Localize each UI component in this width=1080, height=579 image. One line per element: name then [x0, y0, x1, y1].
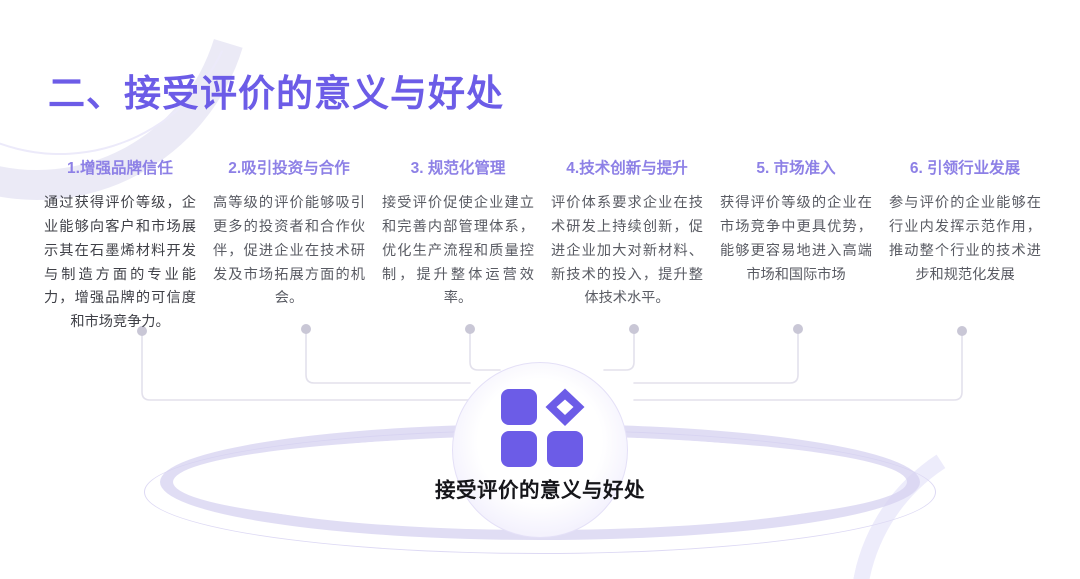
benefit-column-5[interactable]: 5. 市场准入 获得评价等级的企业在市场竞争中更具优势，能够更容易地进入高端市场… [714, 156, 878, 287]
benefit-column-1[interactable]: 1.增强品牌信任 通过获得评价等级，企业能够向客户和市场展示其在石墨烯材料开发与… [38, 156, 202, 335]
benefit-heading-6: 6. 引领行业发展 [909, 160, 1021, 177]
benefit-body-4: 评价体系要求企业在技术研发上持续创新，促进企业加大对新材料、新技术的投入，提升整… [551, 195, 703, 307]
center-hub-label: 接受评价的意义与好处 [435, 479, 645, 502]
benefit-body-3: 接受评价促使企业建立和完善内部管理体系，优化生产流程和质量控制，提升整体运营效率… [382, 195, 534, 307]
benefit-column-3[interactable]: 3. 规范化管理 接受评价促使企业建立和完善内部管理体系，优化生产流程和质量控制… [376, 156, 540, 311]
benefit-columns: 1.增强品牌信任 通过获得评价等级，企业能够向客户和市场展示其在石墨烯材料开发与… [38, 156, 1048, 335]
benefit-body-1: 通过获得评价等级，企业能够向客户和市场展示其在石墨烯材料开发与制造方面的专业能力… [44, 195, 196, 331]
benefit-column-4[interactable]: 4.技术创新与提升 评价体系要求企业在技术研发上持续创新，促进企业加大对新材料、… [545, 156, 709, 311]
benefit-heading-3: 3. 规范化管理 [410, 160, 506, 177]
four-blocks-icon [501, 388, 585, 467]
benefit-heading-2: 2.吸引投资与合作 [228, 160, 350, 177]
benefit-heading-1: 1.增强品牌信任 [67, 160, 173, 177]
benefit-heading-5: 5. 市场准入 [756, 160, 836, 177]
benefit-heading-4: 4.技术创新与提升 [566, 160, 688, 177]
benefit-column-6[interactable]: 6. 引领行业发展 参与评价的企业能够在行业内发挥示范作用，推动整个行业的技术进… [883, 156, 1047, 287]
benefit-column-2[interactable]: 2.吸引投资与合作 高等级的评价能够吸引更多的投资者和合作伙伴，促进企业在技术研… [207, 156, 371, 311]
benefit-body-5: 获得评价等级的企业在市场竞争中更具优势，能够更容易地进入高端市场和国际市场 [720, 195, 872, 283]
page-title: 二、接受评价的意义与好处 [48, 73, 504, 114]
benefit-body-2: 高等级的评价能够吸引更多的投资者和合作伙伴，促进企业在技术研发及市场拓展方面的机… [213, 195, 365, 307]
center-hub-glow [452, 362, 628, 538]
benefit-body-6: 参与评价的企业能够在行业内发挥示范作用，推动整个行业的技术进步和规范化发展 [889, 195, 1041, 283]
